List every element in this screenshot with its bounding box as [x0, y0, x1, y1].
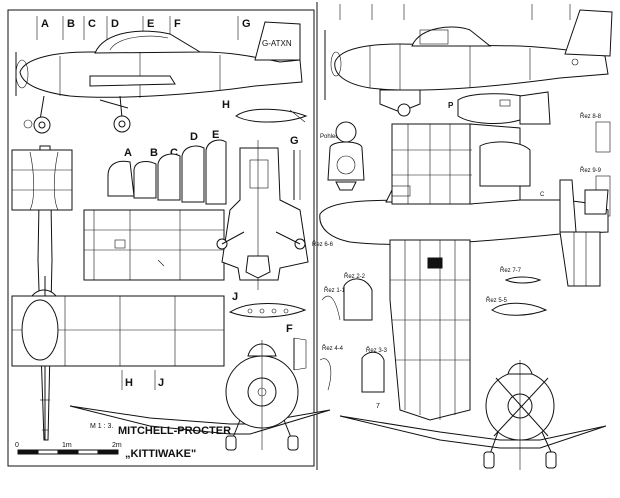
section-11: Řez 1-1 [324, 286, 346, 294]
marker-f: F [174, 18, 181, 30]
front-view-right [339, 360, 607, 470]
marker-b: B [67, 18, 75, 30]
wing-h: H [125, 377, 133, 389]
detail-j: J [228, 291, 307, 318]
rib-e: E [212, 129, 219, 141]
section-77: Řez 7-7 [500, 266, 522, 274]
marker-c: C [88, 18, 96, 30]
scale-tick-1: 1m [62, 442, 72, 449]
side-view-right [324, 4, 613, 117]
scale-tick-0: 0 [15, 442, 19, 449]
rib-d: D [190, 131, 198, 143]
detail-f-label: F [286, 323, 293, 335]
wing-panel-right [389, 231, 601, 421]
detail-j-label: J [232, 291, 238, 303]
rib-b: B [150, 147, 158, 159]
top-view-right-left-sheet [216, 140, 309, 290]
side-view-left: G-ATXN [15, 21, 303, 134]
mark-seven: 7 [376, 403, 380, 410]
section-55: Řez 5-5 [486, 296, 508, 304]
left-sheet-border [7, 9, 315, 467]
marker-e: E [147, 18, 154, 30]
rib-c: C [170, 147, 178, 159]
marker-a: A [41, 18, 49, 30]
section-22: Řez 2-2 [344, 272, 366, 280]
pohled-p-detail: P Řez 8-8 Řez 9-9 [448, 91, 611, 217]
mark-c: C [540, 192, 545, 198]
wing-j: J [158, 377, 164, 389]
section-66: Řez 6-6 [312, 240, 334, 248]
section-88: Řez 8-8 [580, 112, 602, 120]
title-block: MITCHELL-PROCTER „KITTIWAKE" [118, 425, 231, 460]
rib-a: A [124, 147, 132, 159]
rib-g: G [290, 135, 299, 147]
wing-panel-center [83, 209, 225, 281]
side-view-right-lower: C [319, 123, 609, 245]
detail-h-label: H [222, 99, 230, 111]
pohled-p-front: Pohled P [320, 121, 365, 191]
registration-mark: G-ATXN [262, 39, 292, 48]
front-view-left [69, 340, 331, 451]
section-99: Řez 9-9 [580, 166, 602, 174]
scale-tick-2: 2m [112, 442, 122, 449]
section-33: Řez 3-3 [366, 346, 388, 354]
top-view-left [11, 145, 225, 441]
wing-station-markers: H J [121, 370, 164, 390]
rib-section-row: A B C D E G [107, 129, 301, 205]
marker-d: D [111, 18, 119, 30]
section-44: Řez 4-4 [322, 344, 344, 352]
mark-p: P [448, 101, 454, 110]
scale-label: M 1 : 3. [90, 423, 113, 430]
section-profiles-right: Řez 1-1 Řez 2-2 Řez 5-5 Řez 4-4 Řez 3-3 … [312, 240, 548, 410]
title-line2: „KITTIWAKE" [125, 448, 196, 460]
detail-h-wing: H [222, 99, 308, 123]
scale-bar: M 1 : 3. 0 1m 2m [15, 423, 122, 455]
label-pohled: Pohled P [320, 134, 344, 140]
marker-g: G [242, 18, 251, 30]
detail-f: F [286, 323, 307, 371]
title-line1: MITCHELL-PROCTER [118, 425, 231, 437]
